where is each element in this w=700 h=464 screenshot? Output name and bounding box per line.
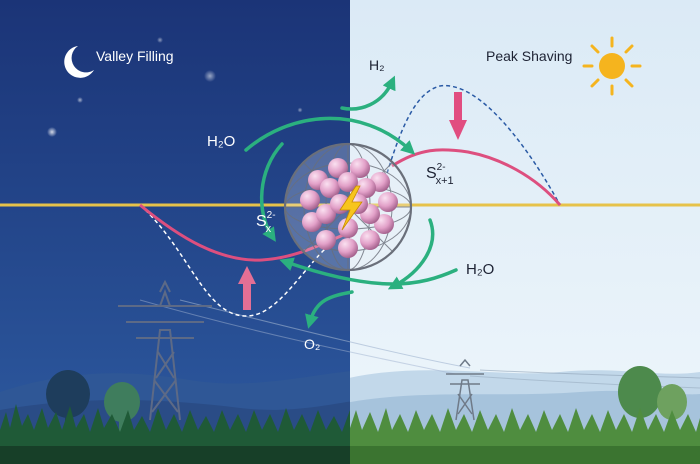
- fullerene-cluster: [283, 142, 413, 272]
- sx1-sup: 2-: [436, 162, 446, 173]
- h2-release-arrow: [340, 75, 396, 111]
- peak-shaving-label: Peak Shaving: [486, 48, 573, 64]
- trees-right: [618, 366, 687, 430]
- peak-curve: [391, 148, 562, 206]
- sx-sub: x: [265, 223, 272, 235]
- valley-fill-arrow: [238, 266, 256, 310]
- peak-shave-arrow: [449, 92, 467, 140]
- lightning-bolt-icon: [339, 185, 363, 231]
- sx-base: S: [256, 213, 267, 230]
- h2o-bottom-arrow: [279, 257, 458, 286]
- particle-cluster: [300, 158, 398, 258]
- h2-label: H₂: [369, 57, 385, 73]
- sx1-label: S2- x+1: [426, 163, 464, 187]
- moon-icon: [64, 46, 94, 78]
- peak-dashed-curve: [384, 85, 561, 206]
- grass: [0, 404, 700, 464]
- power-pylon-large: [118, 279, 212, 421]
- valley-dashed-curve: [139, 204, 351, 317]
- trees-left: [46, 370, 140, 432]
- h2o-bottom-label: H₂O: [466, 261, 495, 278]
- h2o-uptake-arrow: [244, 116, 416, 155]
- o2-label: O₂: [304, 336, 321, 352]
- right-loop-arrow: [387, 218, 435, 290]
- stars: [47, 37, 303, 137]
- reaction-arrows: [244, 75, 458, 329]
- sx-label: S2- x: [256, 211, 281, 235]
- left-loop-arrow: [259, 142, 284, 242]
- h2o-top-label: H₂O: [207, 133, 236, 150]
- sun-icon: [582, 36, 642, 96]
- sx-sup: 2-: [266, 210, 276, 221]
- o2-release-arrow: [305, 290, 354, 329]
- power-pylon-small: [446, 358, 484, 421]
- sx1-sub: x+1: [435, 175, 454, 187]
- sx1-base: S: [426, 165, 437, 182]
- valley-filling-label: Valley Filling: [96, 48, 174, 64]
